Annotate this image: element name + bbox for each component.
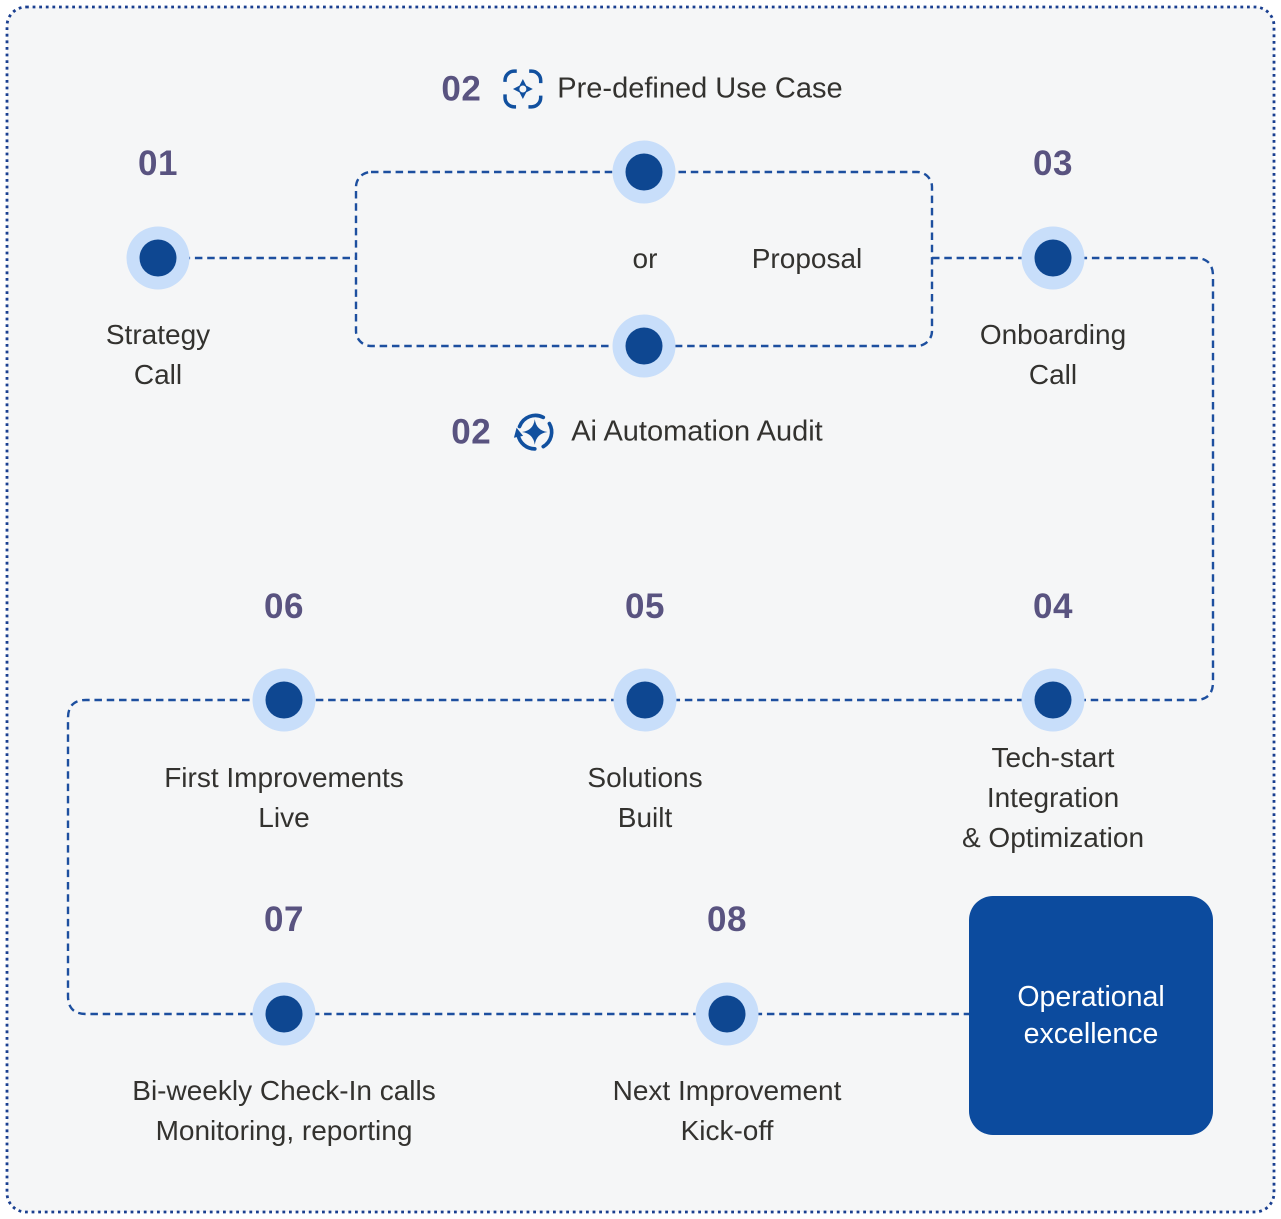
step-label-ai-automation-audit: Ai Automation Audit <box>571 415 823 448</box>
node-dot <box>708 995 746 1033</box>
step-node-04 <box>1021 668 1085 732</box>
step-node-02-audit <box>612 314 676 378</box>
step-node-06 <box>252 668 316 732</box>
node-dot <box>1034 239 1072 277</box>
step-label-strategy-call: Strategy Call <box>105 319 211 390</box>
frame-target-icon <box>503 69 543 109</box>
outcome-label: Operational excellence <box>1017 980 1165 1050</box>
step-label-tech-start-integration: Tech-start Integration & Optimization <box>961 742 1145 853</box>
node-dot <box>139 239 177 277</box>
node-dot <box>626 681 664 719</box>
step-02-use-case-header: 02 Pre-defined Use Case <box>441 69 843 110</box>
step-number-02b: 02 <box>451 412 492 451</box>
step-node-03 <box>1021 226 1085 290</box>
step-node-02-use-case <box>612 140 676 204</box>
step-number-04: 04 <box>1033 587 1073 626</box>
cycle-sparkle-icon <box>513 413 554 451</box>
option-proposal-label: Proposal <box>751 243 863 274</box>
step-label-first-improvements-live: First Improvements Live <box>164 762 404 833</box>
step-number-07: 07 <box>264 900 304 939</box>
step-node-08 <box>695 982 759 1046</box>
step-label-next-improvement: Next Improvement Kick-off <box>612 1075 842 1146</box>
card-background <box>7 7 1274 1212</box>
step-node-01 <box>126 226 190 290</box>
step-number-05: 05 <box>625 587 665 626</box>
step-number-03: 03 <box>1033 144 1073 183</box>
step-node-05 <box>613 668 677 732</box>
node-dot <box>625 153 663 191</box>
node-dot <box>1034 681 1072 719</box>
step-number-08: 08 <box>707 900 747 939</box>
step-node-07 <box>252 982 316 1046</box>
option-or-label: or <box>632 243 658 274</box>
outcome-box: Operational excellence <box>969 896 1213 1135</box>
step-label-solutions-built: Solutions Built <box>587 762 703 833</box>
step-number-02a: 02 <box>441 69 482 108</box>
step-label-onboarding-call: Onboarding Call <box>979 319 1127 390</box>
node-dot <box>625 327 663 365</box>
outer-dotted-border <box>5 5 1276 1214</box>
step-label-pre-defined-use-case: Pre-defined Use Case <box>557 72 843 105</box>
step-number-06: 06 <box>264 587 304 626</box>
node-dot <box>265 681 303 719</box>
node-dot <box>265 995 303 1033</box>
step-number-01: 01 <box>138 144 178 183</box>
step-label-biweekly-checkin: Bi-weekly Check-In calls Monitoring, rep… <box>132 1075 436 1146</box>
step-02-audit-header: 02 Ai Automation Audit <box>451 410 822 455</box>
